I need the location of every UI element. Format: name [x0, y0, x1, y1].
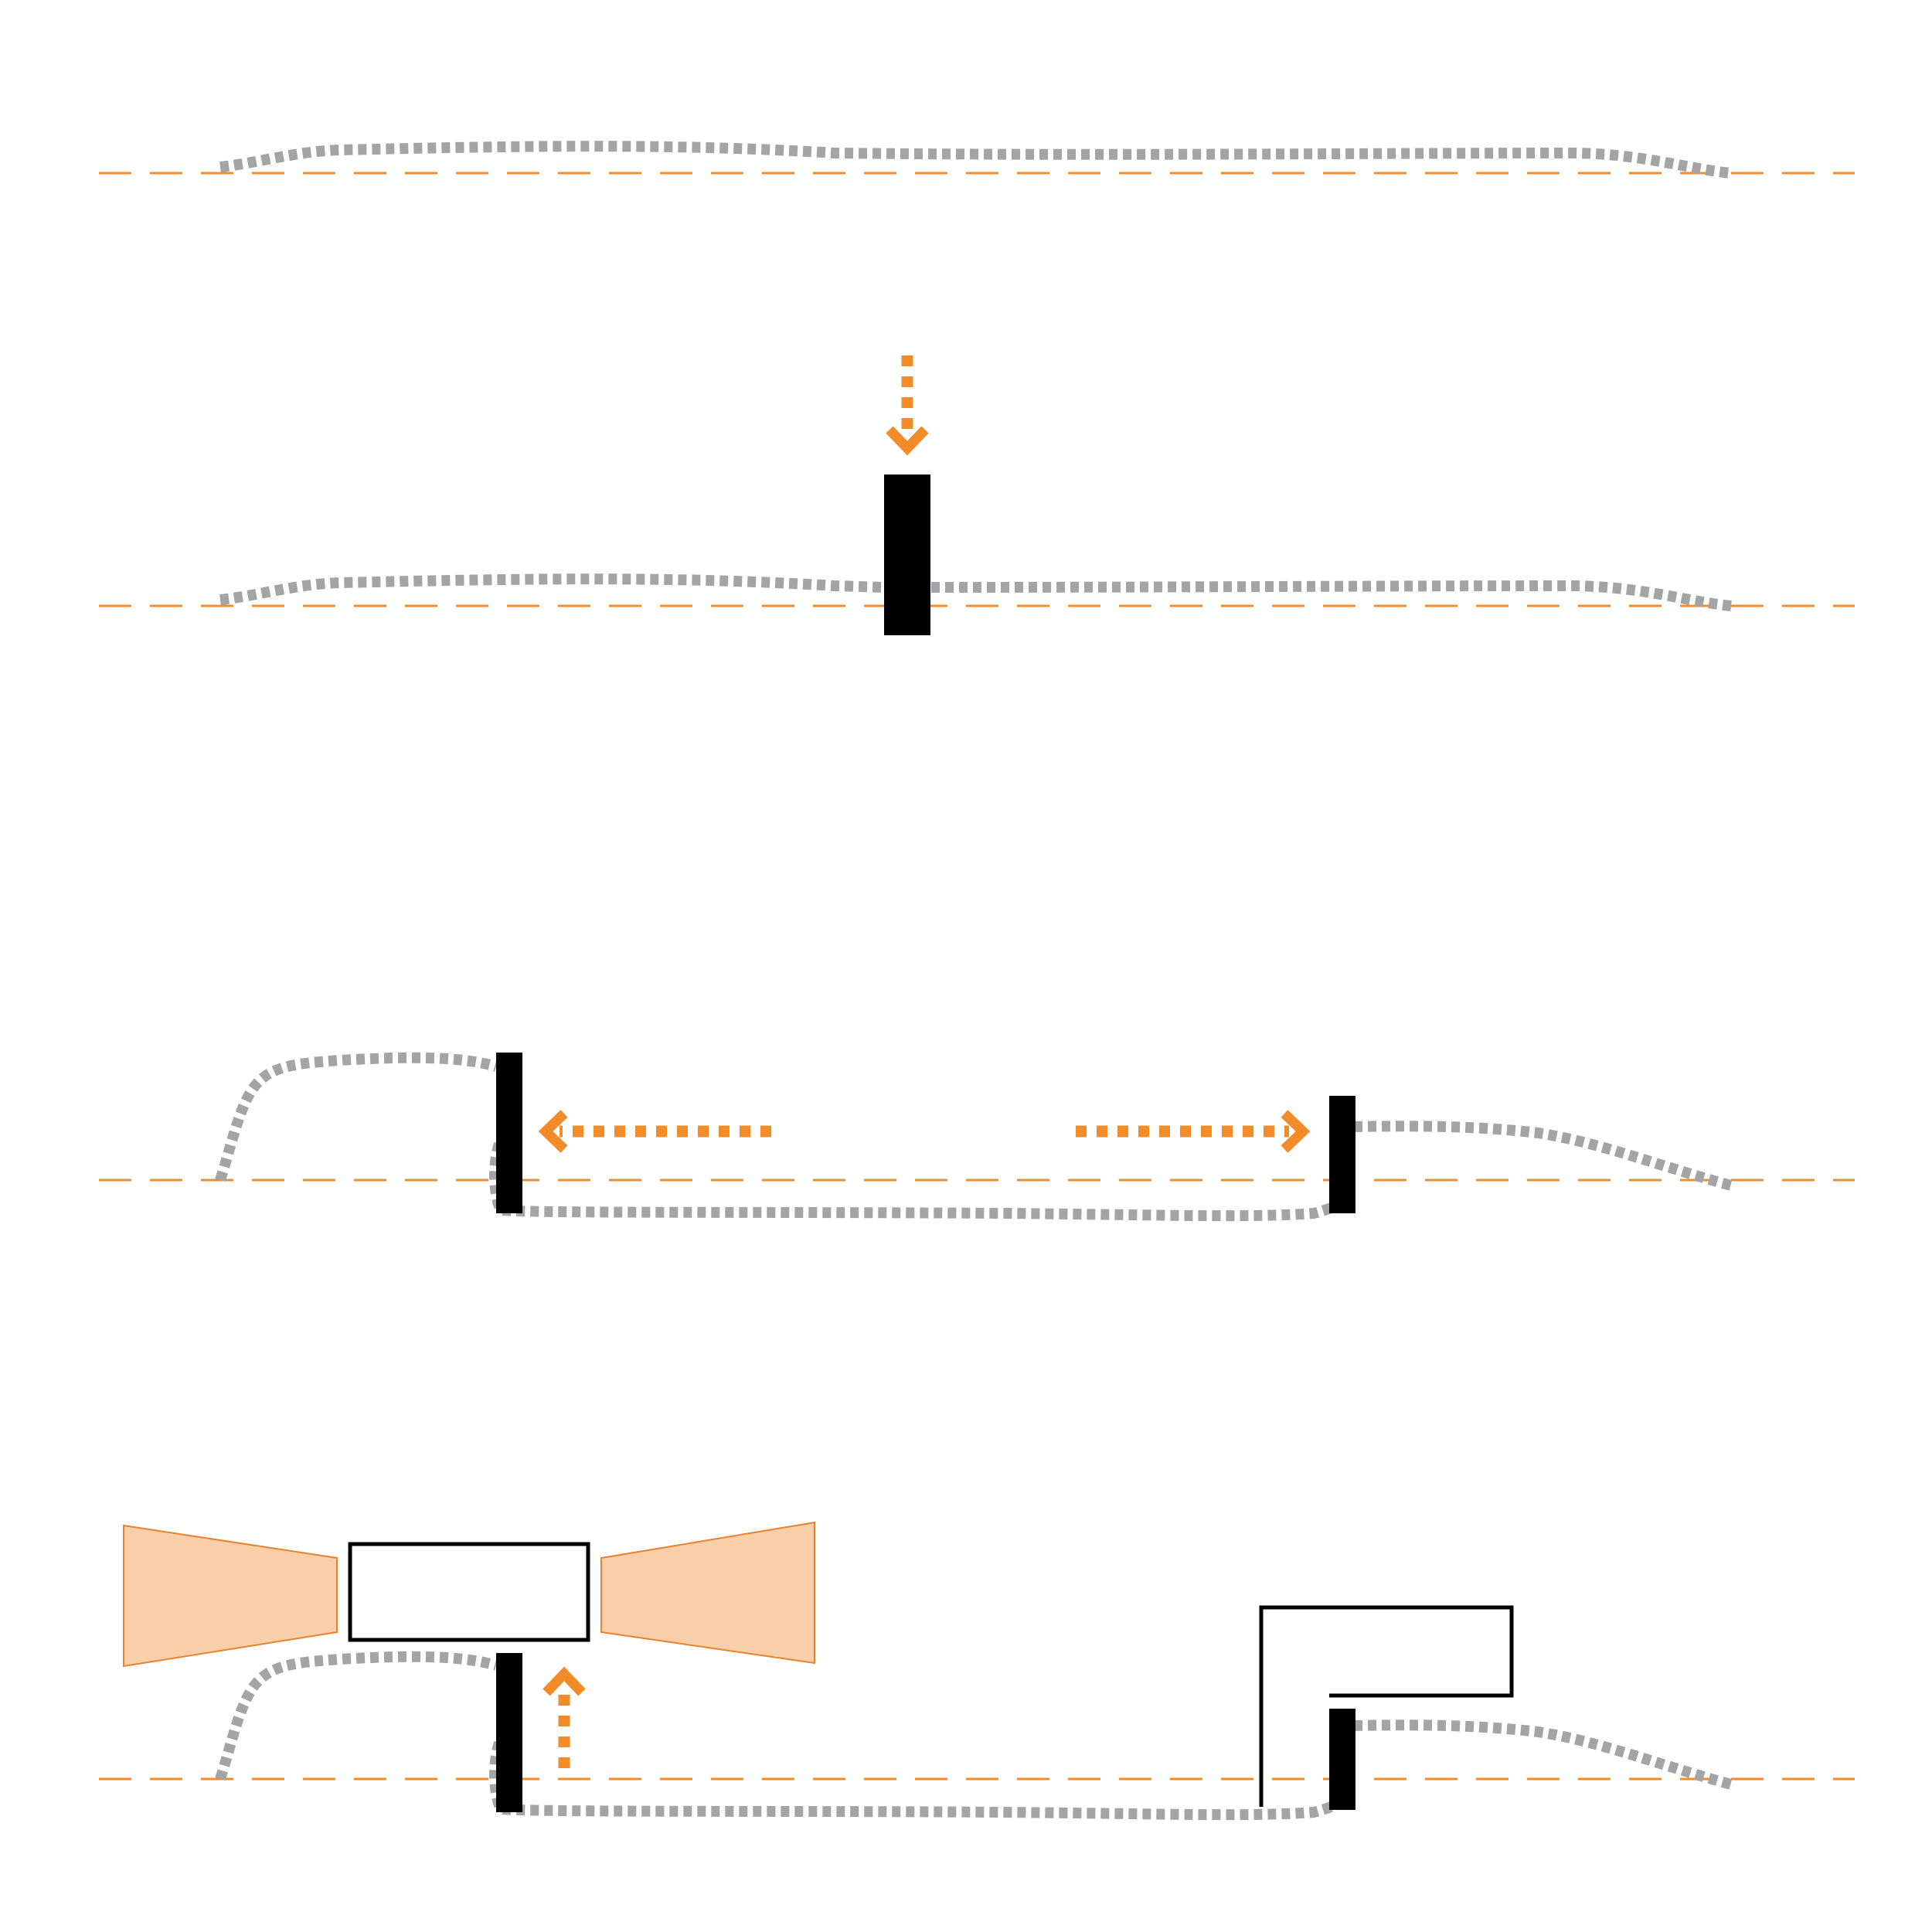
cone-right — [600, 1521, 815, 1665]
panel-3 — [99, 1052, 1855, 1222]
panel-2 — [99, 355, 1855, 635]
arrow-up-head — [543, 1666, 586, 1696]
terrain-profile — [219, 141, 1732, 179]
arrow-right-head — [1281, 1110, 1311, 1153]
cone-left — [123, 1524, 338, 1668]
wall-left — [496, 1053, 522, 1213]
arrow-down-head — [886, 426, 929, 456]
excavated-floor — [489, 1740, 1345, 1821]
panel-4 — [99, 1521, 1855, 1821]
central-wall — [884, 474, 930, 635]
wall-right — [1329, 1709, 1355, 1810]
terrain-profile-right — [1353, 1121, 1733, 1191]
terrain-profile — [219, 573, 886, 605]
l-frame-outline — [1259, 1605, 1514, 1807]
terrain-profile-right — [1353, 1719, 1733, 1790]
excavated-floor — [489, 1141, 1345, 1222]
wall-right — [1329, 1096, 1355, 1213]
terrain-profile-left — [215, 1651, 498, 1781]
wall-left — [496, 1653, 522, 1812]
box-outline — [348, 1542, 590, 1642]
terrain-profile-left — [215, 1052, 498, 1182]
panel-1 — [99, 141, 1855, 179]
arrow-left-head — [538, 1110, 568, 1153]
terrain-profile — [930, 580, 1732, 611]
